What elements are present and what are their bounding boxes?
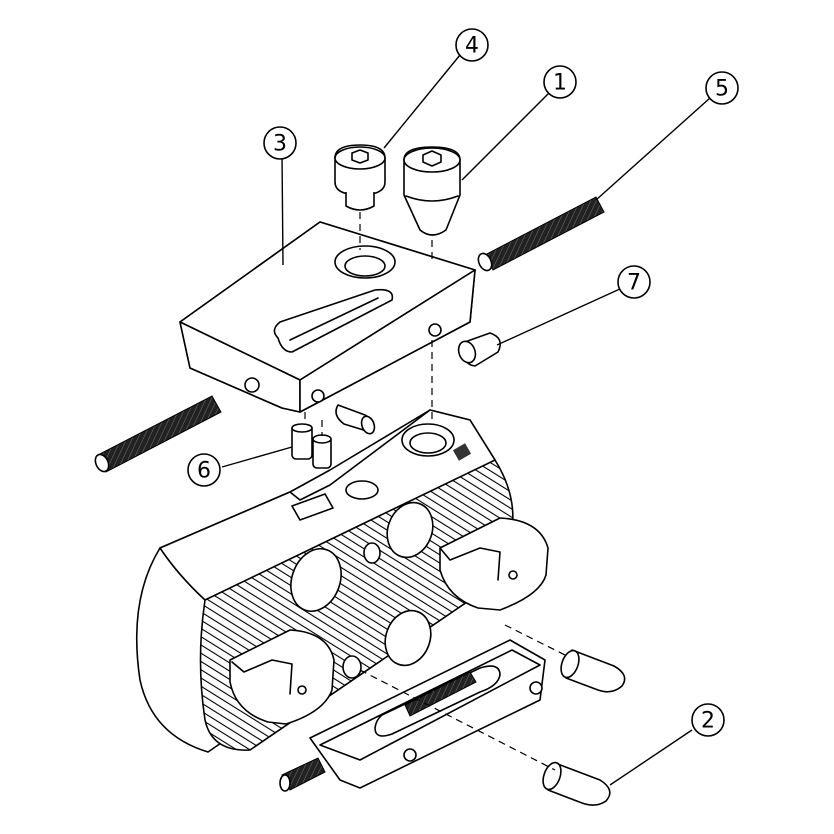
callout-5: 5 <box>705 71 739 105</box>
callout-1-label: 1 <box>553 71 567 96</box>
jaw-pad-left <box>229 629 335 725</box>
callout-3-label: 3 <box>273 132 287 157</box>
callout-4-label: 4 <box>465 34 479 59</box>
bottom-screw-thread <box>404 671 477 717</box>
callout-4: 4 <box>455 28 489 62</box>
assembly-lines <box>304 212 566 771</box>
cap-screw-tapered <box>403 146 461 236</box>
top-plate <box>179 221 476 413</box>
pin-lower <box>542 761 611 806</box>
threaded-rod-upper <box>477 196 605 272</box>
dowel-pins <box>291 423 332 469</box>
callout-6-label: 6 <box>197 459 211 484</box>
callout-2-label: 2 <box>701 709 715 734</box>
set-screw-upper <box>457 332 501 367</box>
main-body <box>135 409 514 753</box>
pin-upper <box>560 649 626 693</box>
callout-1: 1 <box>543 65 577 99</box>
bottom-plate <box>279 639 546 792</box>
callout-5-label: 5 <box>715 77 729 102</box>
jaw-pad-right <box>439 517 549 611</box>
callout-7-label: 7 <box>627 271 641 296</box>
threaded-rod-lower <box>94 395 222 473</box>
callout-7: 7 <box>617 265 651 299</box>
callout-6: 6 <box>187 453 221 487</box>
callout-2: 2 <box>691 703 725 737</box>
set-screw-lower <box>335 404 376 435</box>
leader-lines <box>221 54 711 786</box>
callout-3: 3 <box>263 126 297 160</box>
cap-screw-short <box>334 144 386 211</box>
